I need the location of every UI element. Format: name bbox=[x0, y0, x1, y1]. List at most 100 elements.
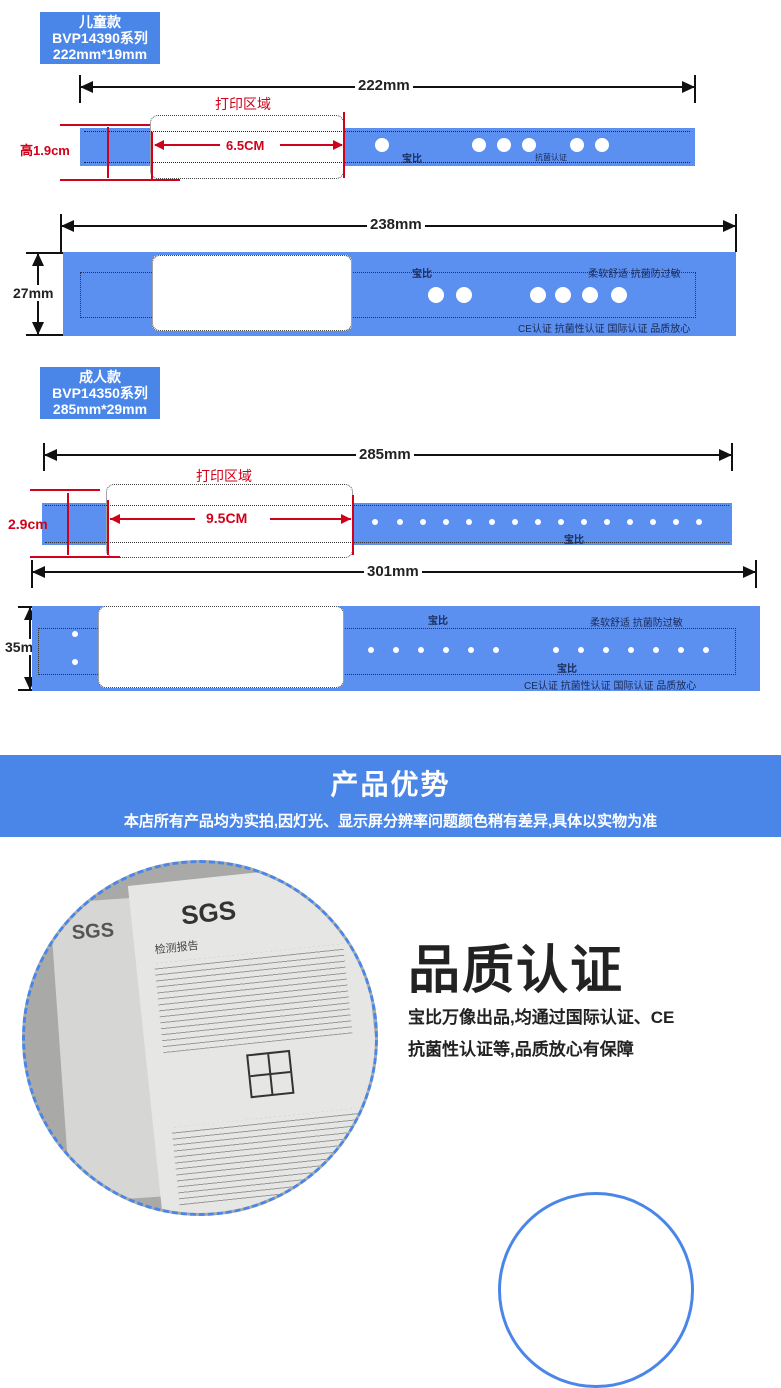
child-label: 儿童款 BVP14390系列 222mm*19mm bbox=[40, 12, 160, 64]
adult-open-hole bbox=[703, 647, 709, 653]
adult-open-hole bbox=[653, 647, 659, 653]
adult-open-print-area bbox=[98, 606, 344, 688]
child-print-area-label: 打印区域 bbox=[215, 96, 271, 112]
child-hole bbox=[522, 138, 536, 152]
document-text-block-2 bbox=[171, 1107, 369, 1208]
child-width-dim: 222mm bbox=[355, 77, 413, 94]
adult-hole bbox=[489, 519, 495, 525]
adult-hole bbox=[650, 519, 656, 525]
child-band-head bbox=[80, 128, 150, 166]
child-open-tagline: 柔软舒适 抗菌防过敏 bbox=[588, 269, 681, 280]
adult-open-brand-2: 宝比 bbox=[557, 664, 577, 675]
child-open-brand: 宝比 bbox=[412, 269, 432, 280]
child-open-height-dim: 27mm bbox=[10, 285, 57, 301]
adult-band-border bbox=[45, 505, 729, 543]
document-back-logo: SGS bbox=[71, 919, 115, 945]
adult-red-dims bbox=[30, 489, 354, 558]
child-band-tail bbox=[343, 128, 695, 166]
adult-hole bbox=[512, 519, 518, 525]
child-open-border bbox=[80, 272, 696, 318]
document-text-block bbox=[154, 943, 353, 1054]
child-hole bbox=[595, 138, 609, 152]
child-hole bbox=[472, 138, 486, 152]
adult-open-border bbox=[38, 628, 736, 675]
adult-print-area-label: 打印区域 bbox=[196, 468, 252, 484]
adult-open-hole bbox=[493, 647, 499, 653]
document-title: 检测报告 bbox=[154, 939, 200, 957]
quality-photo-circle: SGS SGS 检测报告 bbox=[22, 860, 378, 1216]
adult-open-tagline: 柔软舒适 抗菌防过敏 bbox=[590, 618, 683, 629]
adult-open-hole bbox=[468, 647, 474, 653]
child-hole bbox=[570, 138, 584, 152]
adult-open-hole bbox=[603, 647, 609, 653]
adult-hole bbox=[535, 519, 541, 525]
document-logo: SGS bbox=[179, 894, 238, 931]
adult-open-hole bbox=[578, 647, 584, 653]
adult-hole bbox=[443, 519, 449, 525]
advantage-banner: 产品优势 本店所有产品均为实拍,因灯光、显示屏分辨率问题颜色稍有差异,具体以实物… bbox=[0, 755, 781, 837]
adult-open-hole bbox=[553, 647, 559, 653]
child-hole bbox=[375, 138, 389, 152]
child-open-hole bbox=[611, 287, 627, 303]
child-open-height-dim-line bbox=[26, 252, 64, 336]
adult-label-size: 285mm*29mm bbox=[52, 401, 148, 417]
adult-hole bbox=[558, 519, 564, 525]
adult-band-head bbox=[42, 503, 107, 545]
advantage-title: 产品优势 bbox=[330, 769, 451, 800]
adult-label: 成人款 BVP14350系列 285mm*29mm bbox=[40, 367, 160, 419]
adult-hole bbox=[696, 519, 702, 525]
adult-height-dim: 2.9cm bbox=[8, 516, 48, 532]
adult-width-dim: 285mm bbox=[356, 446, 414, 463]
adult-band-tail bbox=[352, 503, 732, 545]
adult-hole bbox=[466, 519, 472, 525]
adult-open-hole bbox=[443, 647, 449, 653]
quality-desc-line2: 抗菌性认证等,品质放心有保障 bbox=[408, 1040, 634, 1059]
next-section-circle bbox=[498, 1192, 694, 1388]
adult-open-hole bbox=[628, 647, 634, 653]
adult-label-series: BVP14350系列 bbox=[52, 385, 148, 401]
child-print-area bbox=[150, 115, 344, 179]
adult-label-type: 成人款 bbox=[79, 369, 121, 385]
document-diagram bbox=[246, 1049, 295, 1099]
adult-hole bbox=[372, 519, 378, 525]
child-stamp: 抗菌认证 bbox=[535, 153, 567, 162]
quality-desc-line1: 宝比万像出品,均通过国际认证、CE bbox=[408, 1008, 675, 1027]
adult-open-certs: CE认证 抗菌性认证 国际认证 品质放心 bbox=[524, 681, 697, 692]
adult-open-hole bbox=[678, 647, 684, 653]
child-open-hole bbox=[582, 287, 598, 303]
adult-hole bbox=[604, 519, 610, 525]
adult-hole bbox=[673, 519, 679, 525]
adult-hole bbox=[627, 519, 633, 525]
advantage-subtitle: 本店所有产品均为实拍,因灯光、显示屏分辨率问题颜色稍有差异,具体以实物为准 bbox=[123, 813, 658, 830]
child-label-type: 儿童款 bbox=[79, 14, 121, 30]
adult-open-width-dim: 301mm bbox=[364, 563, 422, 580]
adult-hole bbox=[397, 519, 403, 525]
adult-open-hole bbox=[393, 647, 399, 653]
child-brand: 宝比 bbox=[402, 154, 422, 165]
child-height-dim: 高1.9cm bbox=[20, 143, 70, 158]
adult-brand: 宝比 bbox=[564, 535, 584, 546]
child-label-series: BVP14390系列 bbox=[52, 30, 148, 46]
child-label-size: 222mm*19mm bbox=[52, 46, 148, 62]
child-band-border bbox=[84, 131, 690, 163]
adult-open-hole bbox=[72, 659, 78, 665]
child-red-dims bbox=[60, 112, 345, 181]
adult-hole bbox=[420, 519, 426, 525]
document-page-front: SGS 检测报告 bbox=[127, 863, 375, 1213]
child-open-hole bbox=[530, 287, 546, 303]
adult-open-hole bbox=[368, 647, 374, 653]
child-open-certs: CE认证 抗菌性认证 国际认证 品质放心 bbox=[518, 324, 691, 335]
adult-print-area bbox=[106, 484, 353, 558]
child-hole bbox=[497, 138, 511, 152]
adult-print-width: 9.5CM bbox=[206, 510, 248, 526]
child-open-hole bbox=[428, 287, 444, 303]
child-open-hole bbox=[555, 287, 571, 303]
child-open-width-dim: 238mm bbox=[367, 216, 425, 233]
adult-hole bbox=[581, 519, 587, 525]
adult-open-hole bbox=[72, 631, 78, 637]
adult-open-hole bbox=[418, 647, 424, 653]
adult-open-brand: 宝比 bbox=[428, 616, 448, 627]
child-open-hole bbox=[456, 287, 472, 303]
child-open-print-area-cover bbox=[152, 255, 352, 331]
quality-title: 品质认证 bbox=[408, 942, 625, 1000]
